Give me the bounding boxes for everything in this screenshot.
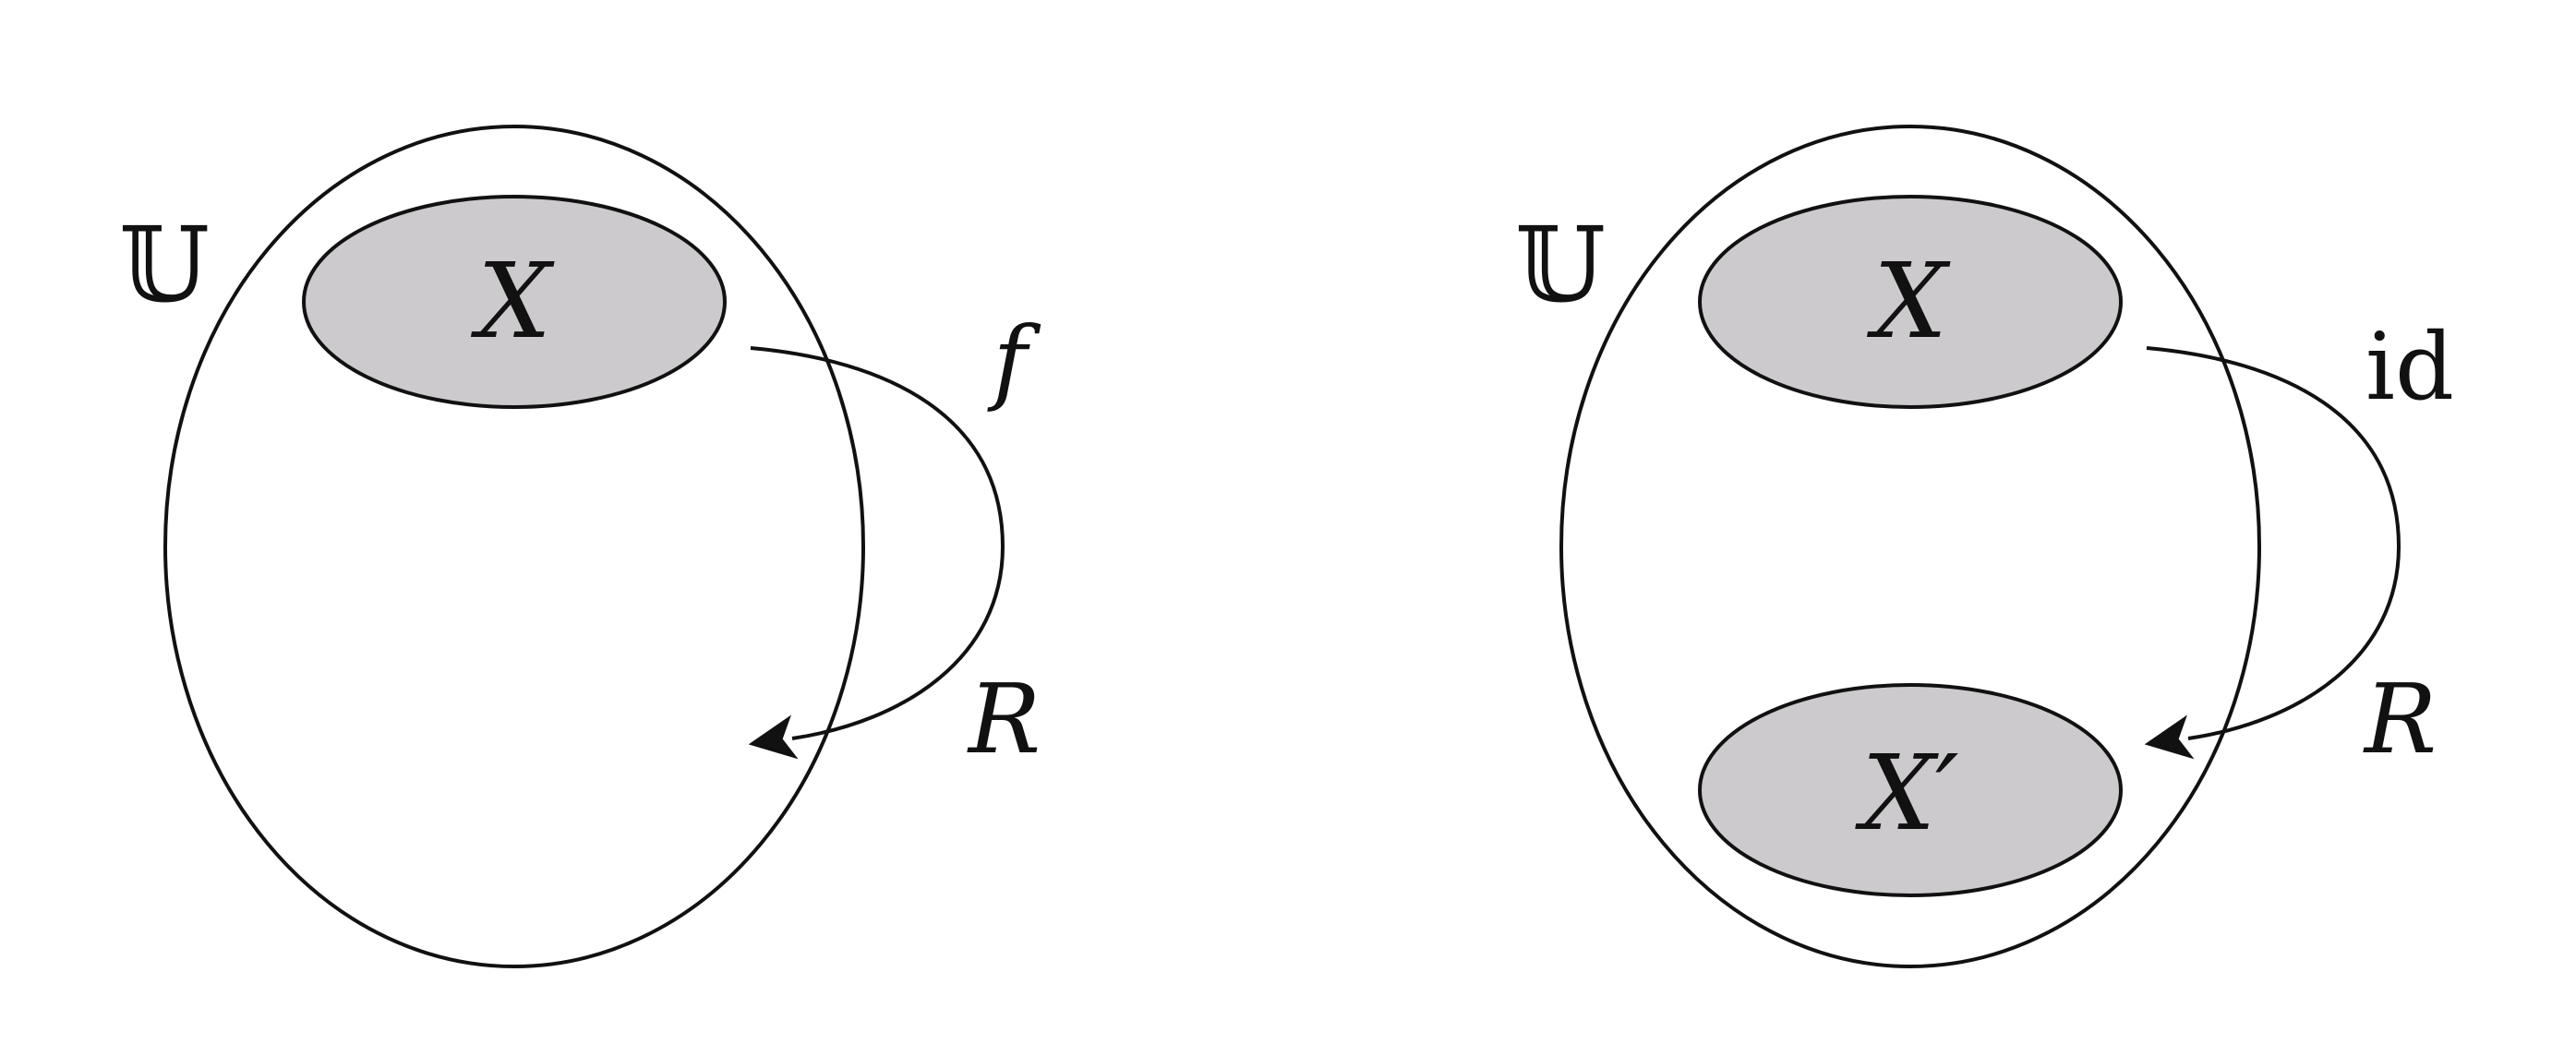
right-set-x-prime-label: X′ (1854, 734, 1958, 854)
right-arrow-label-r: R (2363, 663, 2437, 775)
right-arrow-label-id: id (2365, 313, 2454, 421)
right-identity-arrow (2146, 346, 2401, 740)
left-set-x-ellipse (302, 195, 727, 409)
left-set-x-label: X (470, 242, 555, 362)
right-panel: 𝕌 X X′ id R (1515, 125, 2454, 968)
left-universe-ellipse (163, 125, 865, 968)
left-arrow-label-f: f (986, 306, 1041, 414)
left-morphism-arrow (750, 346, 1005, 740)
left-arrow-label-r: R (967, 663, 1041, 775)
right-universe-label: 𝕌 (1515, 206, 1606, 326)
left-arrowhead (746, 716, 797, 765)
left-panel: 𝕌 X f R (119, 125, 1041, 968)
right-set-x-ellipse (1698, 195, 2123, 409)
left-universe-label: 𝕌 (119, 206, 210, 326)
right-universe-ellipse (1559, 125, 2261, 968)
right-set-x-prime-ellipse (1698, 683, 2123, 897)
right-set-x-label: X (1866, 242, 1951, 362)
right-arrowhead (2142, 716, 2193, 765)
